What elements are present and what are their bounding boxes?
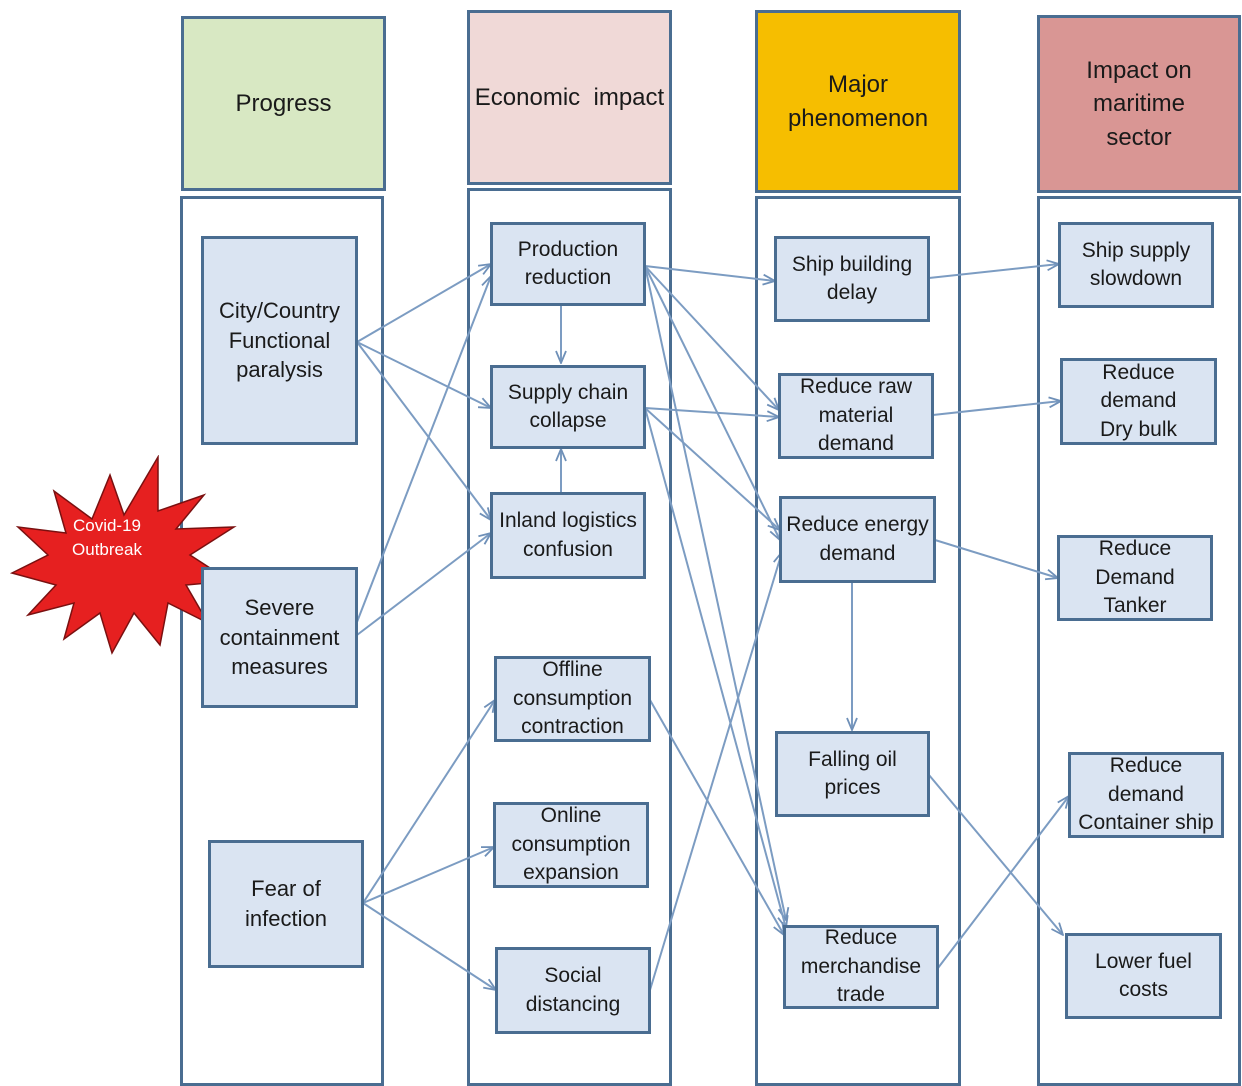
node-city-country-paralysis: City/Country Functional paralysis	[201, 236, 358, 445]
node-production-reduction: Production reduction	[490, 222, 646, 306]
node-online-consumption: Online consumption expansion	[493, 802, 649, 888]
arrow-city-to-supply-chain	[356, 341, 491, 408]
arrow-ship-building-to-ship-supply	[928, 264, 1059, 279]
node-ship-supply-slowdown: Ship supply slowdown	[1058, 222, 1214, 308]
arrow-containment-to-inland	[356, 533, 491, 636]
node-inland-logistics: Inland logistics confusion	[490, 492, 646, 579]
node-reduce-demand-dry-bulk: Reduce demand Dry bulk	[1060, 358, 1217, 445]
node-lower-fuel-costs: Lower fuel costs	[1065, 933, 1222, 1019]
header-maritime-impact-label: Impact on maritime sector	[1086, 56, 1192, 151]
node-ship-building-delay: Ship building delay	[774, 236, 930, 322]
node-falling-oil-prices: Falling oil prices	[775, 731, 930, 817]
header-economic-impact: Economic impact	[467, 10, 672, 185]
header-major-phenomenon-label: Major phenomenon	[787, 70, 929, 132]
arrow-social-to-energy	[649, 552, 782, 991]
arrow-production-to-energy	[644, 265, 780, 540]
node-reduce-demand-container-ship: Reduce demand Container ship	[1068, 752, 1224, 838]
node-reduce-energy-demand: Reduce energy demand	[779, 496, 936, 583]
arrow-fear-to-social	[362, 902, 496, 990]
arrow-supply-chain-to-merchandise	[644, 407, 786, 928]
header-major-phenomenon: Major phenomenon	[755, 10, 961, 193]
arrow-oil-prices-to-fuel-costs	[928, 774, 1063, 935]
arrow-offline-to-merchandise	[649, 699, 784, 935]
node-reduce-demand-tanker: Reduce Demand Tanker	[1057, 535, 1213, 621]
node-reduce-merchandise-trade: Reduce merchandise trade	[783, 925, 939, 1009]
arrow-containment-to-production	[356, 276, 491, 623]
header-maritime-impact: Impact on maritime sector	[1037, 15, 1241, 193]
node-supply-chain-collapse: Supply chain collapse	[490, 365, 646, 449]
arrow-city-to-production	[356, 264, 491, 343]
node-reduce-raw-material: Reduce raw material demand	[778, 373, 934, 459]
node-social-distancing: Social distancing	[495, 947, 651, 1034]
node-offline-consumption: Offline consumption contraction	[494, 656, 651, 742]
arrow-production-to-merchandise	[644, 265, 786, 920]
covid-outbreak-label: Covid-19 Outbreak	[72, 516, 142, 559]
node-fear-of-infection: Fear of infection	[208, 840, 364, 968]
header-progress-label: Progress	[235, 89, 332, 117]
arrow-city-to-inland	[356, 341, 491, 520]
arrow-production-to-raw-material	[644, 265, 779, 410]
arrow-supply-chain-to-raw-material	[644, 407, 779, 417]
header-progress: Progress	[181, 16, 386, 191]
arrow-production-to-ship-building	[644, 265, 775, 281]
arrow-supply-chain-to-energy	[644, 407, 780, 530]
node-severe-containment: Severe containment measures	[201, 567, 358, 708]
arrow-merchandise-to-container	[937, 796, 1069, 969]
covid-outbreak-burst-icon	[9, 455, 237, 655]
column-economic-impact	[467, 188, 672, 1086]
header-economic-impact-label: Economic impact	[474, 83, 665, 111]
arrow-raw-material-to-dry-bulk	[932, 401, 1061, 416]
arrow-fear-to-online	[362, 847, 494, 904]
arrow-energy-to-tanker	[934, 539, 1058, 578]
arrow-fear-to-offline	[362, 700, 495, 904]
